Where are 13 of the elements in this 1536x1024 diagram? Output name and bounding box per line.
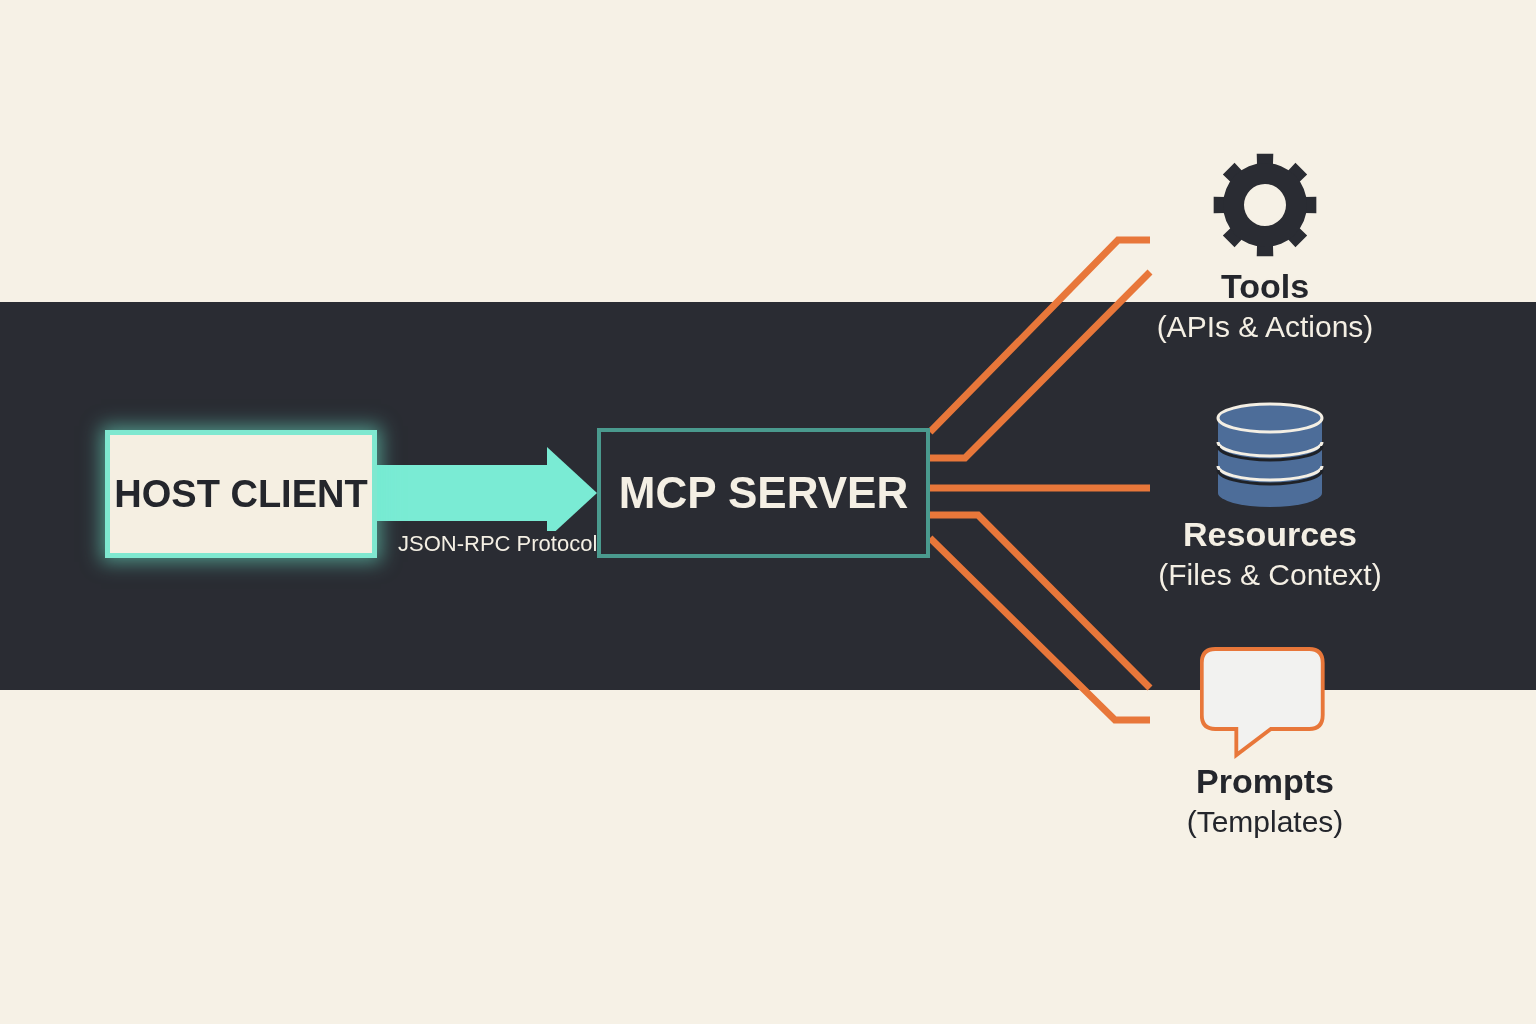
server-box — [597, 428, 930, 558]
node-title: Resources — [1183, 514, 1357, 555]
node-title: Tools — [1220, 266, 1310, 307]
connector-line — [930, 511, 1153, 691]
node-title: MCP SERVER — [618, 468, 909, 518]
node-title: HOST CLIENT — [114, 472, 368, 516]
connector-line — [930, 269, 1153, 462]
node-subtitle: (Files & Context) — [1158, 556, 1382, 593]
connector-line — [927, 236, 1150, 435]
client-box — [105, 430, 377, 558]
node-title: Prompts — [1196, 761, 1334, 802]
node-subtitle: (APIs & Actions) — [1156, 308, 1374, 345]
node-subtitle: (Templates) — [1186, 803, 1344, 840]
